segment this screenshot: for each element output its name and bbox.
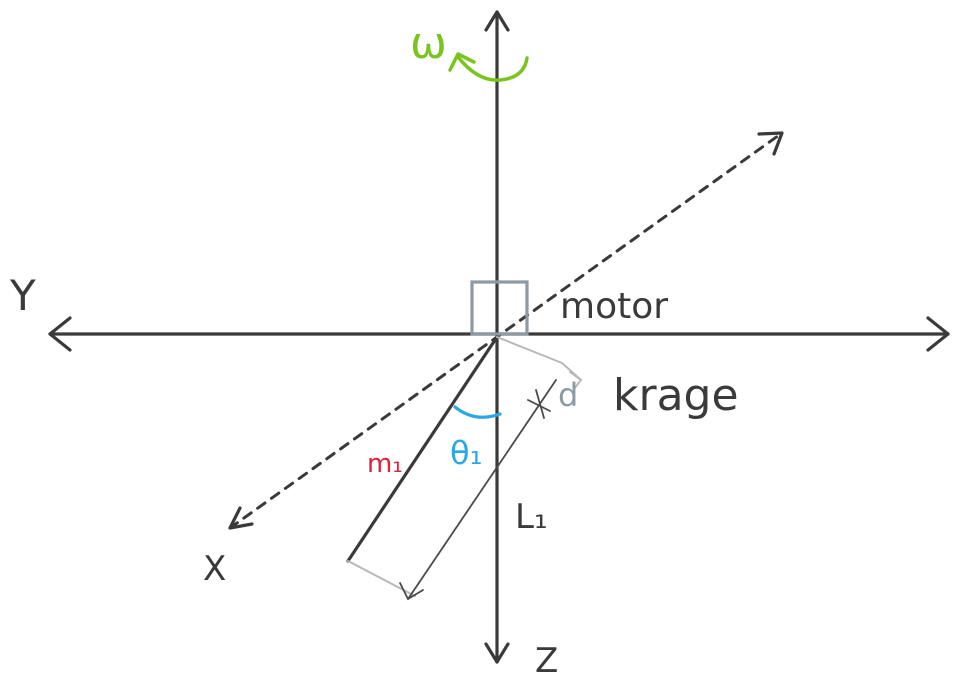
label-motor: motor [560,286,668,327]
label-krage: krage [613,370,739,421]
collar-rod [496,336,563,364]
motor-box [470,280,529,336]
label-axis-y: Y [9,271,36,320]
d-dimension [561,362,583,390]
label-d: d [558,376,578,414]
label-L1: L₁ [515,497,548,537]
depth-axis [228,131,784,530]
label-axis-z: Z [535,641,558,679]
curved-arrow-icon [448,52,529,82]
label-m1: m₁ [367,449,403,479]
length-dimension [399,379,557,601]
rod-bottom [347,560,416,597]
label-omega: ω [410,18,447,69]
label-theta1: θ₁ [450,434,482,472]
pendulum-rod [346,335,499,563]
theta-arc [453,405,502,419]
label-axis-x: X [203,549,226,589]
